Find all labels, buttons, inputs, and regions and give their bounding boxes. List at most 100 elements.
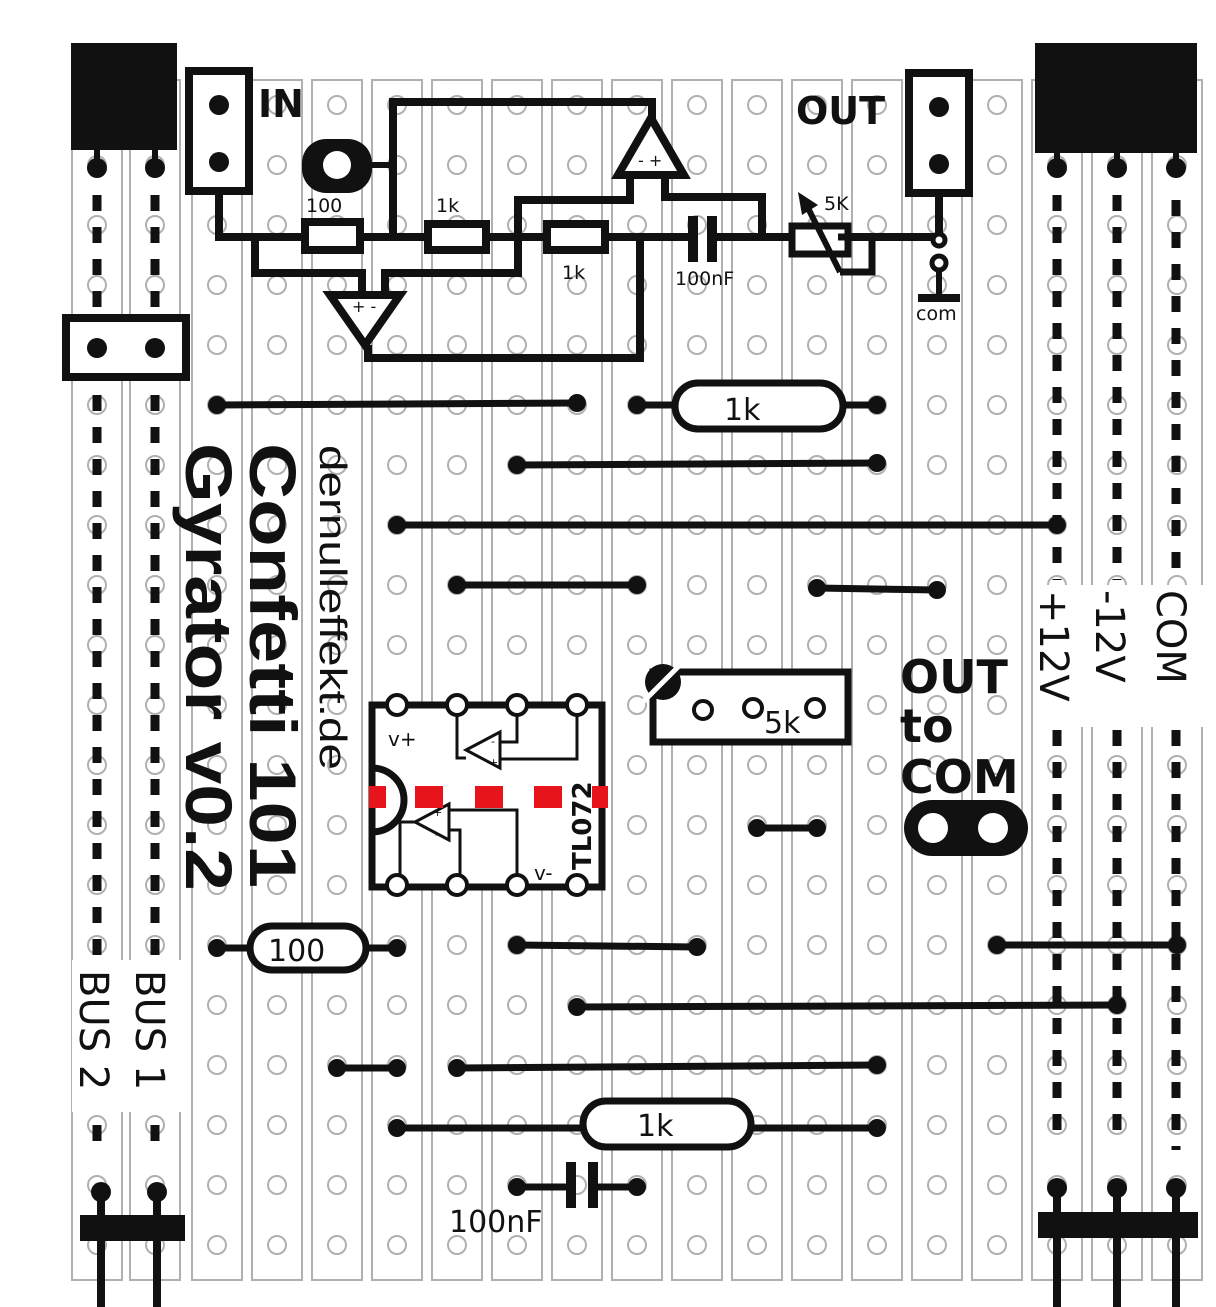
power-header-bottom-right	[1038, 1178, 1198, 1307]
link-pad	[808, 579, 826, 597]
strip-hole	[987, 1235, 1007, 1255]
strip-hole	[327, 635, 347, 655]
link-pad	[208, 396, 226, 414]
link-pad	[868, 1056, 886, 1074]
strip-hole	[987, 695, 1007, 715]
ic-pin	[565, 693, 589, 717]
strip-hole	[627, 815, 647, 835]
ic-pin	[505, 873, 529, 897]
link-pad	[628, 396, 646, 414]
strip-hole	[807, 635, 827, 655]
link-pad	[388, 939, 406, 957]
ic-vminus-label: v-	[534, 861, 553, 885]
trimmer-pot[interactable]	[641, 664, 852, 746]
strip-hole	[627, 1235, 647, 1255]
strip-hole	[207, 1055, 227, 1075]
ic-pin	[445, 873, 469, 897]
strip-hole	[807, 1235, 827, 1255]
strip-hole	[207, 875, 227, 895]
strip-hole	[807, 155, 827, 175]
strip-hole	[927, 1175, 947, 1195]
strip-hole	[687, 335, 707, 355]
strip-hole	[327, 575, 347, 595]
strip-hole	[807, 755, 827, 775]
strip-hole	[507, 1235, 527, 1255]
strip-hole	[207, 515, 227, 535]
strip-hole	[867, 815, 887, 835]
bus-header-top-left	[71, 43, 177, 178]
strip-hole	[687, 155, 707, 175]
strip-hole	[507, 635, 527, 655]
link-pad	[388, 1119, 406, 1137]
out-to-com-jumper[interactable]	[904, 800, 1028, 856]
strip-hole	[327, 815, 347, 835]
strip-hole	[267, 455, 287, 475]
schematic-round-pad	[302, 139, 393, 193]
input-jack[interactable]	[185, 67, 253, 195]
strip-hole	[267, 95, 287, 115]
bus-wires-left	[92, 195, 160, 1145]
link-pad	[568, 998, 586, 1016]
copper-strip	[311, 79, 363, 1281]
link-pad	[388, 516, 406, 534]
strip-cut	[592, 786, 608, 808]
strip-hole	[627, 695, 647, 715]
strip-hole	[747, 275, 767, 295]
strip-hole	[747, 1175, 767, 1195]
strip-cut	[534, 786, 562, 808]
link-pad	[988, 936, 1006, 954]
strip-hole	[927, 1235, 947, 1255]
board-subtitle: Gyrator v0.2	[172, 443, 246, 891]
link-pad	[868, 454, 886, 472]
strip-hole	[507, 995, 527, 1015]
strip-hole	[867, 335, 887, 355]
strip-hole	[747, 755, 767, 775]
strip-hole	[627, 875, 647, 895]
link-pad	[388, 1059, 406, 1077]
output-jack[interactable]	[905, 69, 973, 197]
strip-hole	[327, 515, 347, 535]
link-pad	[688, 938, 706, 956]
strip-hole	[987, 95, 1007, 115]
strip-hole	[447, 935, 467, 955]
wire-link	[516, 941, 698, 951]
strip-hole	[867, 155, 887, 175]
strip-hole	[927, 935, 947, 955]
strip-hole	[927, 695, 947, 715]
minus12v-label: -12V	[1086, 590, 1132, 683]
strip-hole	[687, 1235, 707, 1255]
link-pad	[508, 936, 526, 954]
copper-strip	[851, 79, 903, 1281]
strip-hole	[207, 1115, 227, 1135]
ic-pin	[445, 693, 469, 717]
strip-hole	[327, 95, 347, 115]
strip-hole	[987, 155, 1007, 175]
capacitor-label: 100nF	[449, 1205, 543, 1240]
strip-hole	[867, 755, 887, 775]
plus12v-label: +12V	[1030, 590, 1076, 702]
strip-hole	[807, 95, 827, 115]
strip-hole	[207, 335, 227, 355]
schematic-pot-label: 5K	[824, 193, 849, 215]
link-pad	[328, 1059, 346, 1077]
strip-hole	[987, 755, 1007, 775]
strip-hole	[867, 935, 887, 955]
strip-hole	[687, 1175, 707, 1195]
schematic-opamp-a	[322, 291, 408, 352]
strip-hole	[747, 875, 767, 895]
strip-hole	[507, 155, 527, 175]
strip-hole	[687, 275, 707, 295]
strip-hole	[267, 995, 287, 1015]
ic-pin	[505, 693, 529, 717]
strip-hole	[267, 515, 287, 535]
schematic-r100-label: 100	[306, 195, 342, 217]
strip-hole	[867, 635, 887, 655]
strip-hole	[267, 1115, 287, 1135]
link-pad	[628, 576, 646, 594]
resistor-1k-row6-label: 1k	[724, 393, 761, 428]
strip-hole	[987, 875, 1007, 895]
wire-link	[216, 399, 578, 409]
strip-hole	[687, 95, 707, 115]
strip-hole	[447, 995, 467, 1015]
strip-hole	[207, 995, 227, 1015]
